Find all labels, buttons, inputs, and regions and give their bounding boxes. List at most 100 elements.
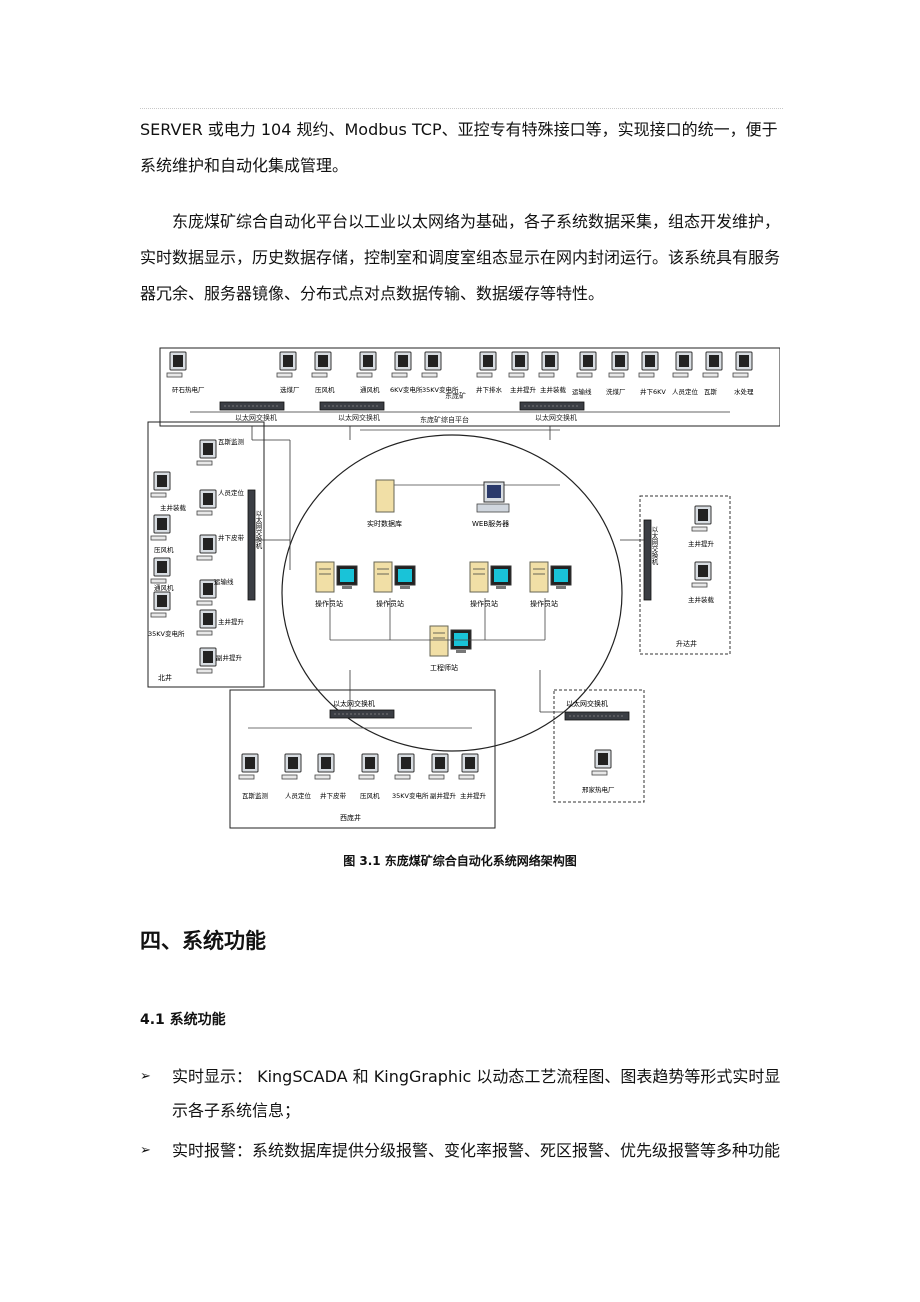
- svg-text:操作员站: 操作员站: [315, 599, 343, 608]
- north-group-box: 以太网交换机 北井 瓦斯监测 人员定位 主井装载 井下皮带 压风机 运输线 通风…: [147, 421, 265, 688]
- svg-text:矸石热电厂: 矸石热电厂: [172, 385, 205, 394]
- center-platform: 东庞矿综自平台 实时数据库 WEB服务器 操作员站 操作员站 操作员站 操作员站…: [281, 415, 623, 752]
- svg-text:人员定位: 人员定位: [285, 791, 312, 800]
- svg-text:以太网交换机: 以太网交换机: [535, 413, 577, 422]
- west-device: 副井提升: [428, 753, 457, 800]
- realtime-db-server: 实时数据库: [367, 479, 402, 528]
- north-device: 运输线: [196, 577, 234, 606]
- operator-station: 操作员站: [469, 561, 512, 608]
- top-device: 主井装载: [538, 351, 567, 394]
- svg-text:运输线: 运输线: [572, 387, 592, 396]
- north-device: 通风机: [150, 557, 174, 592]
- north-device: 35KV变电所: [148, 591, 185, 638]
- svg-text:邢家热电厂: 邢家热电厂: [582, 785, 615, 794]
- svg-text:操作员站: 操作员站: [470, 599, 498, 608]
- svg-text:主井提升: 主井提升: [510, 385, 537, 394]
- svg-text:主井提升: 主井提升: [688, 539, 715, 548]
- svg-text:瓦斯监测: 瓦斯监测: [242, 791, 269, 800]
- west-device: 主井提升: [458, 753, 487, 800]
- top-device: 人员定位: [672, 351, 699, 396]
- top-device: 通风机: [356, 351, 380, 394]
- top-switch: 以太网交换机: [219, 401, 285, 422]
- bullet-text: 实时显示： KingSCADA 和 KingGraphic 以动态工艺流程图、图…: [172, 1067, 781, 1120]
- top-device: 主井提升: [508, 351, 537, 394]
- north-device: 井下皮带: [196, 533, 245, 561]
- svg-text:主井装载: 主井装载: [160, 503, 187, 512]
- svg-text:以太网交换机: 以太网交换机: [235, 413, 277, 422]
- north-device: 主井提升: [196, 609, 245, 636]
- plant-switch: 以太网交换机: [566, 699, 608, 708]
- network-links: [251, 426, 644, 713]
- west-device: 瓦斯监测: [238, 753, 269, 800]
- svg-text:6KV变电所: 6KV变电所: [390, 385, 423, 394]
- svg-text:实时数据库: 实时数据库: [367, 519, 402, 528]
- section-heading: 四、系统功能: [140, 929, 266, 953]
- west-switch: 以太网交换机: [333, 699, 375, 708]
- svg-text:压风机: 压风机: [315, 385, 335, 394]
- west-device: 压风机: [358, 753, 380, 800]
- svg-text:人员定位: 人员定位: [218, 488, 245, 497]
- svg-text:人员定位: 人员定位: [672, 387, 699, 396]
- operator-station: 操作员站: [529, 561, 572, 608]
- east-device: 主井提升: [688, 505, 715, 548]
- bullet-arrow-icon: ➢: [140, 1143, 151, 1158]
- top-device: 矸石热电厂: [166, 351, 205, 394]
- svg-text:瓦斯监测: 瓦斯监测: [218, 437, 245, 446]
- east-device: 主井装载: [688, 561, 715, 604]
- svg-text:主井提升: 主井提升: [218, 617, 245, 626]
- top-group-box: 以太网交换机 以太网交换机 以太网交换机 东庞矿 矸石热电厂 选煤厂 压风机 通…: [159, 347, 780, 427]
- top-device: 压风机: [311, 351, 335, 394]
- svg-text:井下皮带: 井下皮带: [320, 791, 347, 800]
- svg-text:35KV变电所: 35KV变电所: [148, 629, 185, 638]
- west-group-box: 以太网交换机 西庞井 瓦斯监测 人员定位 井下皮带 压风机 35KV变电所 副井…: [229, 689, 496, 829]
- west-group-name: 西庞井: [340, 813, 361, 822]
- figure-caption: 图 3.1 东庞煤矿综合自动化系统网络架构图: [343, 854, 577, 868]
- svg-text:选煤厂: 选煤厂: [280, 385, 300, 394]
- subsection-heading: 4.1 系统功能: [140, 1012, 226, 1028]
- top-device: 35KV变电所: [421, 351, 459, 394]
- svg-text:井下6KV: 井下6KV: [640, 387, 666, 396]
- svg-text:35KV变电所: 35KV变电所: [392, 791, 429, 800]
- center-title: 东庞矿综自平台: [420, 415, 469, 424]
- plant-group-box: 以太网交换机 邢家热电厂: [553, 689, 645, 803]
- svg-text:主井提升: 主井提升: [460, 791, 487, 800]
- engineer-station: 工程师站: [429, 625, 472, 672]
- north-device: 副井提升: [196, 647, 243, 674]
- svg-text:洗煤厂: 洗煤厂: [606, 387, 626, 396]
- paragraph-platform: 东庞煤矿综合自动化平台以工业以太网络为基础，各子系统数据采集，组态开发维护，实时…: [140, 212, 781, 303]
- top-device: 6KV变电所: [390, 351, 423, 394]
- plant-device: 邢家热电厂: [582, 749, 615, 794]
- east-switch: 以太网交换机: [650, 526, 658, 566]
- svg-text:副井提升: 副井提升: [430, 791, 457, 800]
- bullet-arrow-icon: ➢: [140, 1069, 151, 1084]
- network-architecture-diagram: 以太网交换机 以太网交换机 以太网交换机 东庞矿 矸石热电厂 选煤厂 压风机 通…: [147, 347, 780, 829]
- top-switch: 以太网交换机: [519, 401, 585, 422]
- svg-text:压风机: 压风机: [154, 545, 174, 554]
- north-group-name: 北井: [158, 673, 172, 682]
- east-group-box: 以太网交换机 升达井 主井提升 主井装载: [639, 495, 731, 655]
- north-device: 压风机: [150, 514, 174, 554]
- west-device: 35KV变电所: [392, 753, 429, 800]
- web-server: WEB服务器: [472, 481, 510, 528]
- top-switch: 以太网交换机: [319, 401, 385, 422]
- north-device: 主井装载: [150, 471, 187, 512]
- top-device: 洗煤厂: [606, 351, 629, 396]
- top-device: 选煤厂: [276, 351, 300, 394]
- top-device: 井下6KV: [638, 351, 666, 396]
- svg-text:通风机: 通风机: [360, 385, 380, 394]
- svg-text:操作员站: 操作员站: [530, 599, 558, 608]
- north-device: 瓦斯监测: [196, 437, 245, 466]
- svg-text:瓦斯: 瓦斯: [704, 387, 718, 396]
- svg-text:井下皮带: 井下皮带: [218, 533, 245, 542]
- svg-text:主井装载: 主井装载: [540, 385, 567, 394]
- east-group-name: 升达井: [676, 639, 697, 648]
- bullet-text: 实时报警：系统数据库提供分级报警、变化率报警、死区报警、优先级报警等多种功能: [172, 1141, 781, 1160]
- svg-text:主井装载: 主井装载: [688, 595, 715, 604]
- top-device: 瓦斯: [702, 351, 723, 396]
- paragraph-interface: SERVER 或电力 104 规约、Modbus TCP、亚控专有特殊接口等，实…: [140, 120, 778, 175]
- svg-text:35KV变电所: 35KV变电所: [422, 385, 459, 394]
- svg-text:以太网交换机: 以太网交换机: [338, 413, 380, 422]
- top-device: 运输线: [572, 351, 597, 396]
- header-rule: [140, 108, 783, 109]
- top-group-name: 东庞矿: [445, 391, 466, 400]
